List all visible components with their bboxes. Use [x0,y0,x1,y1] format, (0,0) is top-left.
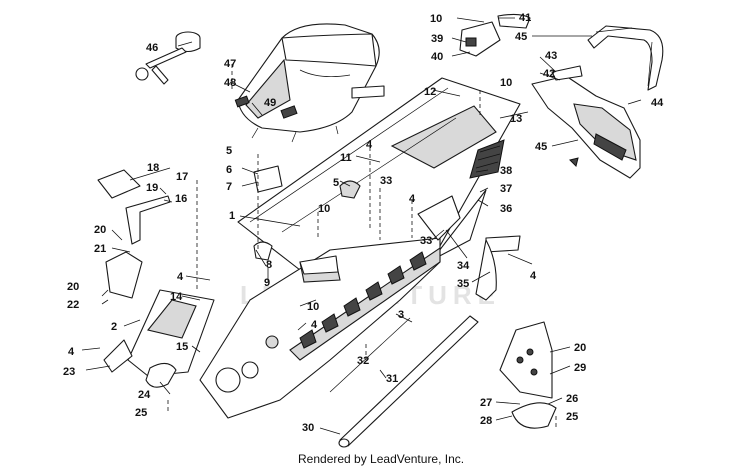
rear-bumper [459,13,664,91]
callout-10: 10 [430,13,442,25]
center-brackets [253,165,461,275]
callout-5: 5 [226,145,232,157]
callout-32: 32 [357,355,369,367]
callout-20: 20 [574,342,586,354]
callout-5: 5 [333,177,339,189]
callout-44: 44 [651,97,664,109]
snow-flap [531,65,641,179]
left-brackets [97,169,215,388]
callout-2: 2 [111,321,117,333]
callout-6: 6 [226,164,232,176]
callout-10: 10 [500,77,512,89]
caption: Rendered by LeadVenture, Inc. [298,452,464,466]
callout-34: 34 [457,260,470,272]
callout-43: 43 [545,50,557,62]
callout-27: 27 [480,397,492,409]
callout-7: 7 [226,181,232,193]
callout-15: 15 [176,341,188,353]
callout-20: 20 [67,281,79,293]
callout-39: 39 [431,33,443,45]
callout-10: 10 [318,203,330,215]
callout-8: 8 [266,259,272,271]
callout-4: 4 [366,139,373,151]
callout-49: 49 [264,97,276,109]
callout-16: 16 [175,193,187,205]
callout-46: 46 [146,42,158,54]
callout-4: 4 [177,271,184,283]
right-parts [475,235,557,429]
callout-42: 42 [543,68,555,80]
callout-20: 20 [94,224,106,236]
callout-29: 29 [574,362,586,374]
rail-bar [329,315,479,448]
callout-26: 26 [566,393,578,405]
callout-22: 22 [67,299,79,311]
callout-4: 4 [311,319,318,331]
callout-23: 23 [63,366,75,378]
callout-28: 28 [480,415,492,427]
board-cutouts [299,251,427,349]
callout-21: 21 [94,243,106,255]
callout-11: 11 [340,152,352,164]
seat [234,23,385,143]
callout-36: 36 [500,203,512,215]
callout-31: 31 [386,373,398,385]
callout-10: 10 [307,301,319,313]
callout-33: 33 [420,235,432,247]
callout-4: 4 [530,270,537,282]
callout-19: 19 [146,182,158,194]
running-board [199,237,441,419]
callout-45: 45 [515,31,527,43]
callout-48: 48 [224,77,236,89]
callout-14: 14 [170,291,183,303]
callout-30: 30 [302,422,314,434]
callout-47: 47 [224,58,236,70]
callout-4: 4 [68,346,75,358]
leader-lines [81,17,642,435]
callout-9: 9 [264,277,270,289]
callout-17: 17 [176,171,188,183]
callout-3: 3 [398,309,404,321]
callout-33: 33 [380,175,392,187]
callout-37: 37 [500,183,512,195]
callout-25: 25 [566,411,578,423]
callout-25: 25 [135,407,147,419]
callout-12: 12 [424,86,436,98]
callout-24: 24 [138,389,151,401]
callout-18: 18 [147,162,159,174]
callout-13: 13 [510,113,522,125]
callout-1: 1 [229,210,235,222]
callout-35: 35 [457,278,469,290]
callout-4: 4 [409,193,416,205]
callout-41: 41 [519,12,531,24]
callout-38: 38 [500,165,512,177]
callout-40: 40 [431,51,443,63]
callout-45: 45 [535,141,547,153]
callouts: 10 41 39 45 40 43 42 46 47 48 49 10 12 4… [63,12,664,434]
tool-kit [135,31,201,85]
